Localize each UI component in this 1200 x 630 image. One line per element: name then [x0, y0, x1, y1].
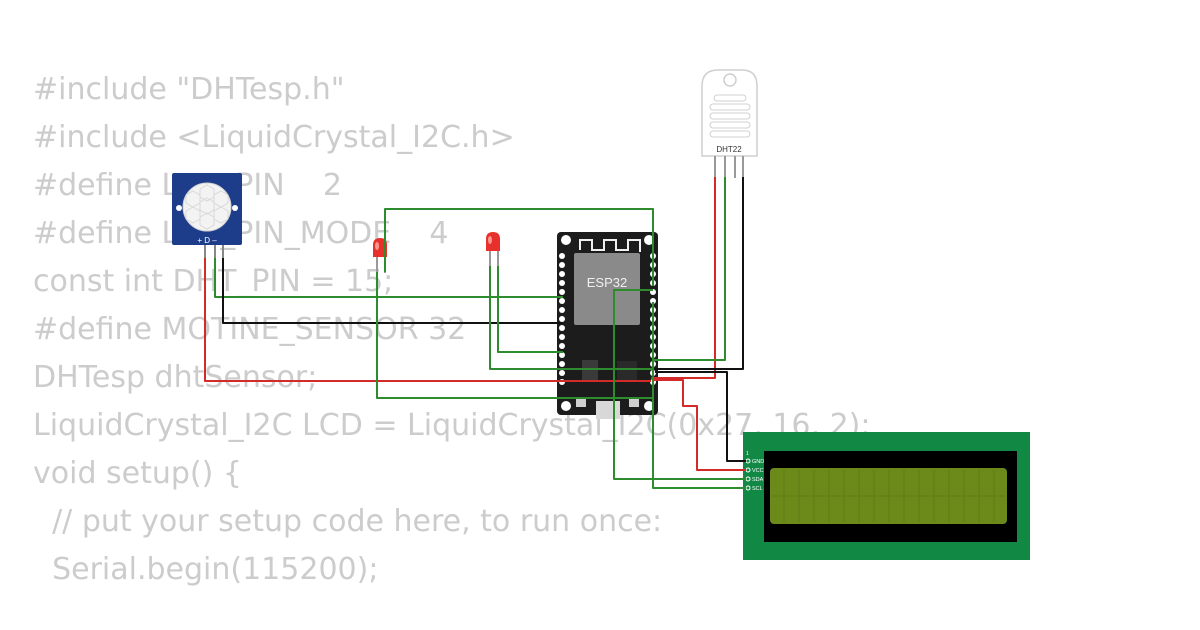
wire-lcd-gnd[interactable] — [655, 371, 746, 462]
pir-pin — [204, 245, 206, 259]
code-line: const int DHT_PIN = 15; — [33, 264, 394, 299]
led-leg — [376, 255, 378, 273]
wire-led1-anode[interactable] — [384, 208, 654, 286]
led-highlight — [375, 242, 379, 250]
esp32-usb-port — [596, 401, 620, 419]
led-leg — [489, 249, 491, 267]
dht22-hole — [723, 73, 737, 87]
esp32-mount-hole — [644, 401, 654, 411]
esp32-usb-chip — [617, 361, 637, 381]
wire-lcd-sda[interactable] — [613, 289, 746, 480]
led-2[interactable] — [486, 232, 500, 267]
esp32-mount-hole — [644, 235, 654, 245]
wire-pir-data[interactable] — [214, 258, 563, 298]
esp32-button — [629, 398, 639, 407]
wire-dht-data[interactable] — [653, 177, 726, 361]
led-1[interactable] — [373, 238, 387, 273]
esp32-button — [576, 398, 586, 407]
lcd-char-grid — [772, 470, 1005, 522]
code-line: #include <LiquidCrystal_I2C.h> — [33, 120, 515, 155]
dht22-pin — [724, 156, 726, 178]
wire-pir-gnd[interactable] — [222, 258, 563, 324]
wire-led2-anode[interactable] — [497, 266, 563, 353]
code-line: DHTesp dhtSensor; — [33, 360, 318, 395]
wire-lcd-scl[interactable] — [652, 302, 746, 489]
wire-pir-vcc[interactable] — [204, 258, 651, 382]
dht22-label: DHT22 — [716, 145, 742, 154]
pir-sensor[interactable]: + D – — [172, 173, 242, 259]
esp32-label: ESP32 — [587, 275, 627, 290]
wire-led2-cathode[interactable] — [489, 266, 653, 370]
lcd-pin-sda: SDA — [752, 477, 764, 483]
lcd-pin-vcc: VCC — [752, 468, 764, 474]
dht22-vents — [709, 94, 751, 138]
pir-pin-labels: + D – — [197, 236, 217, 245]
pir-pin — [222, 245, 224, 259]
wire-dht-gnd[interactable] — [653, 177, 744, 370]
esp32-antenna — [579, 239, 641, 252]
pir-mount-hole — [176, 205, 182, 211]
code-line: Serial.begin(115200); — [33, 552, 379, 587]
dht22-sensor[interactable]: DHT22 — [701, 69, 758, 178]
code-line: // put your setup code here, to run once… — [33, 504, 663, 539]
esp32-board[interactable]: ESP32 — [557, 232, 658, 419]
led-highlight — [488, 236, 492, 244]
led-leg — [497, 249, 499, 267]
lcd-display[interactable]: 1 GND VCC SDA SCL — [743, 432, 1030, 560]
dht22-pin — [742, 156, 744, 178]
pir-pin — [214, 245, 216, 259]
led-body — [486, 232, 500, 251]
wire-dht-vcc[interactable] — [651, 177, 716, 379]
wire-lcd-vcc[interactable] — [653, 379, 746, 471]
esp32-left-pins — [559, 253, 565, 385]
code-line: #include "DHTesp.h" — [33, 72, 345, 107]
dht22-pin — [714, 156, 716, 178]
esp32-module — [574, 253, 640, 325]
esp32-mount-hole — [561, 235, 571, 245]
pir-lens-pattern — [185, 184, 229, 230]
lcd-pin-gnd: GND — [752, 459, 764, 465]
wires — [204, 177, 746, 489]
esp32-mount-hole — [561, 401, 571, 411]
dht22-pin — [734, 156, 736, 178]
lcd-pin-number: 1 — [746, 451, 749, 457]
code-line: void setup() { — [33, 456, 242, 491]
pir-mount-hole — [232, 205, 238, 211]
esp32-regulator — [582, 360, 598, 382]
lcd-pin-scl: SCL — [752, 486, 763, 492]
pir-dome — [182, 182, 232, 232]
